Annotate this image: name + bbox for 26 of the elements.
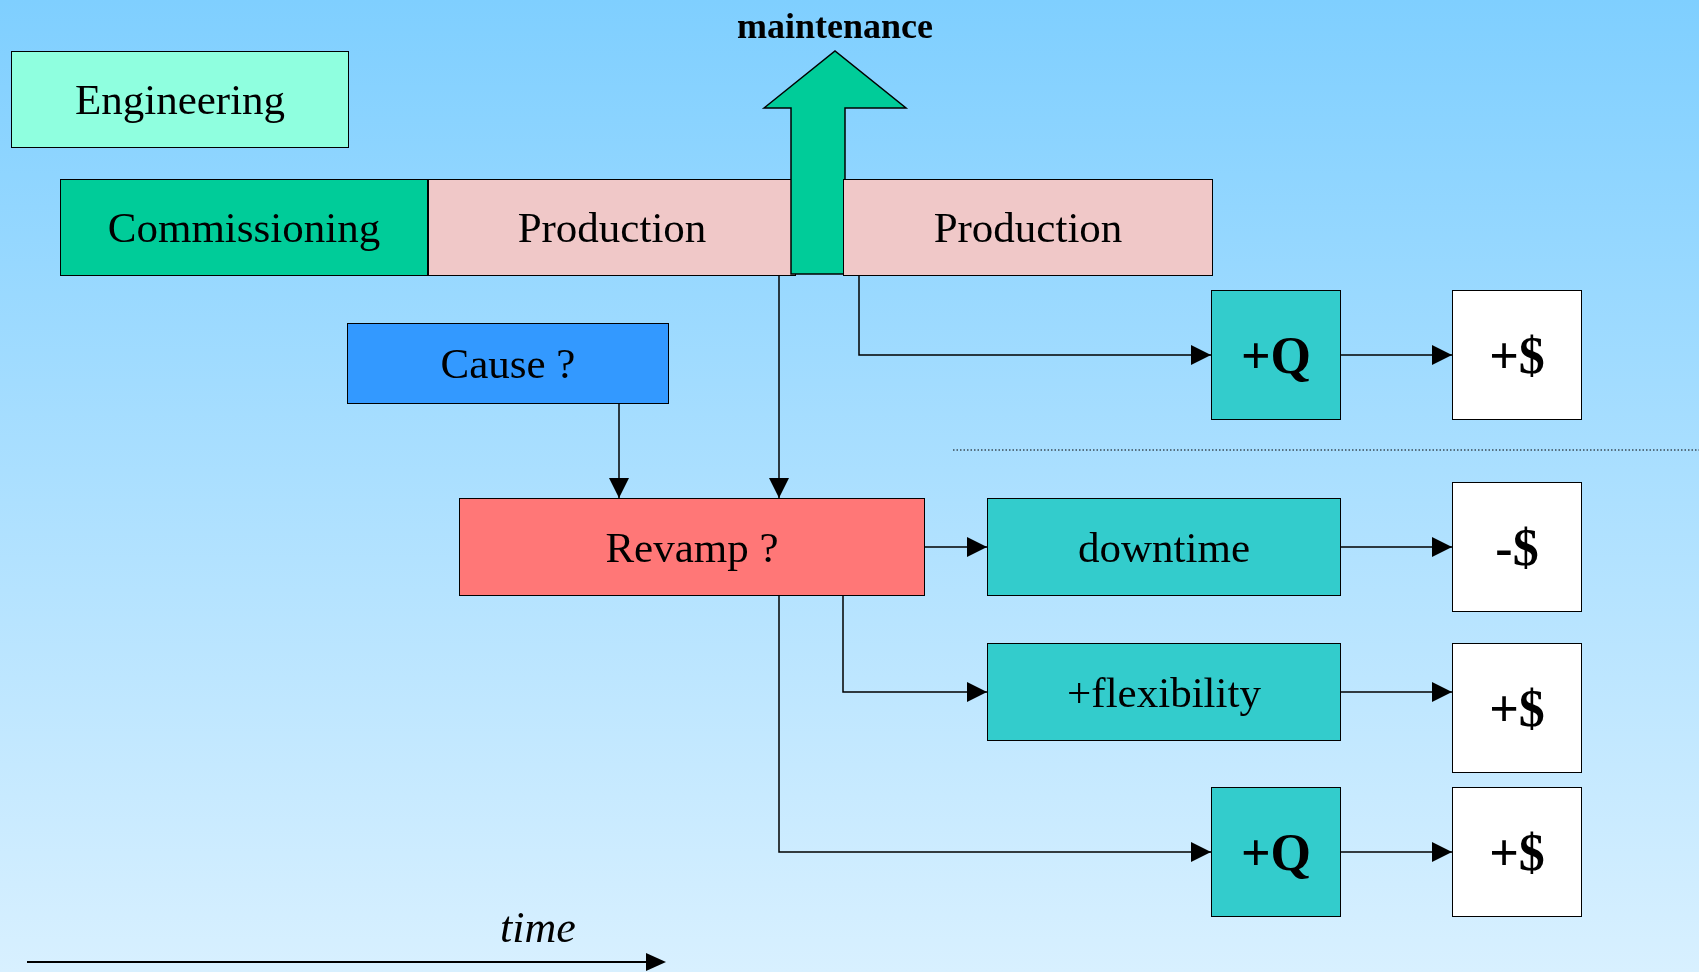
decision-box: Revamp ? — [459, 498, 925, 596]
result-box: -$ — [1452, 482, 1582, 612]
arrow — [1340, 682, 1453, 702]
phase-box: Production — [843, 179, 1213, 276]
result-box: +$ — [1452, 643, 1582, 773]
label-box: Engineering — [11, 51, 349, 148]
arrow — [924, 537, 988, 557]
arrow — [858, 275, 1212, 365]
outcome-box: +flexibility — [987, 643, 1341, 741]
result-box: +$ — [1452, 290, 1582, 420]
outcome-box: +Q — [1211, 787, 1341, 917]
outcome-box: +Q — [1211, 290, 1341, 420]
axis-label: time — [500, 902, 576, 953]
arrow-label: maintenance — [736, 5, 934, 48]
phase-box: Production — [428, 179, 796, 276]
phase-box: Commissioning — [60, 179, 428, 276]
outcome-box: downtime — [987, 498, 1341, 596]
arrow — [769, 275, 789, 499]
arrow — [778, 595, 1212, 862]
arrow — [842, 595, 988, 702]
question-box: Cause ? — [347, 323, 669, 404]
result-box: +$ — [1452, 787, 1582, 917]
arrow — [1340, 842, 1453, 862]
arrow — [1340, 537, 1453, 557]
arrow — [609, 403, 629, 499]
arrow — [1340, 345, 1453, 365]
